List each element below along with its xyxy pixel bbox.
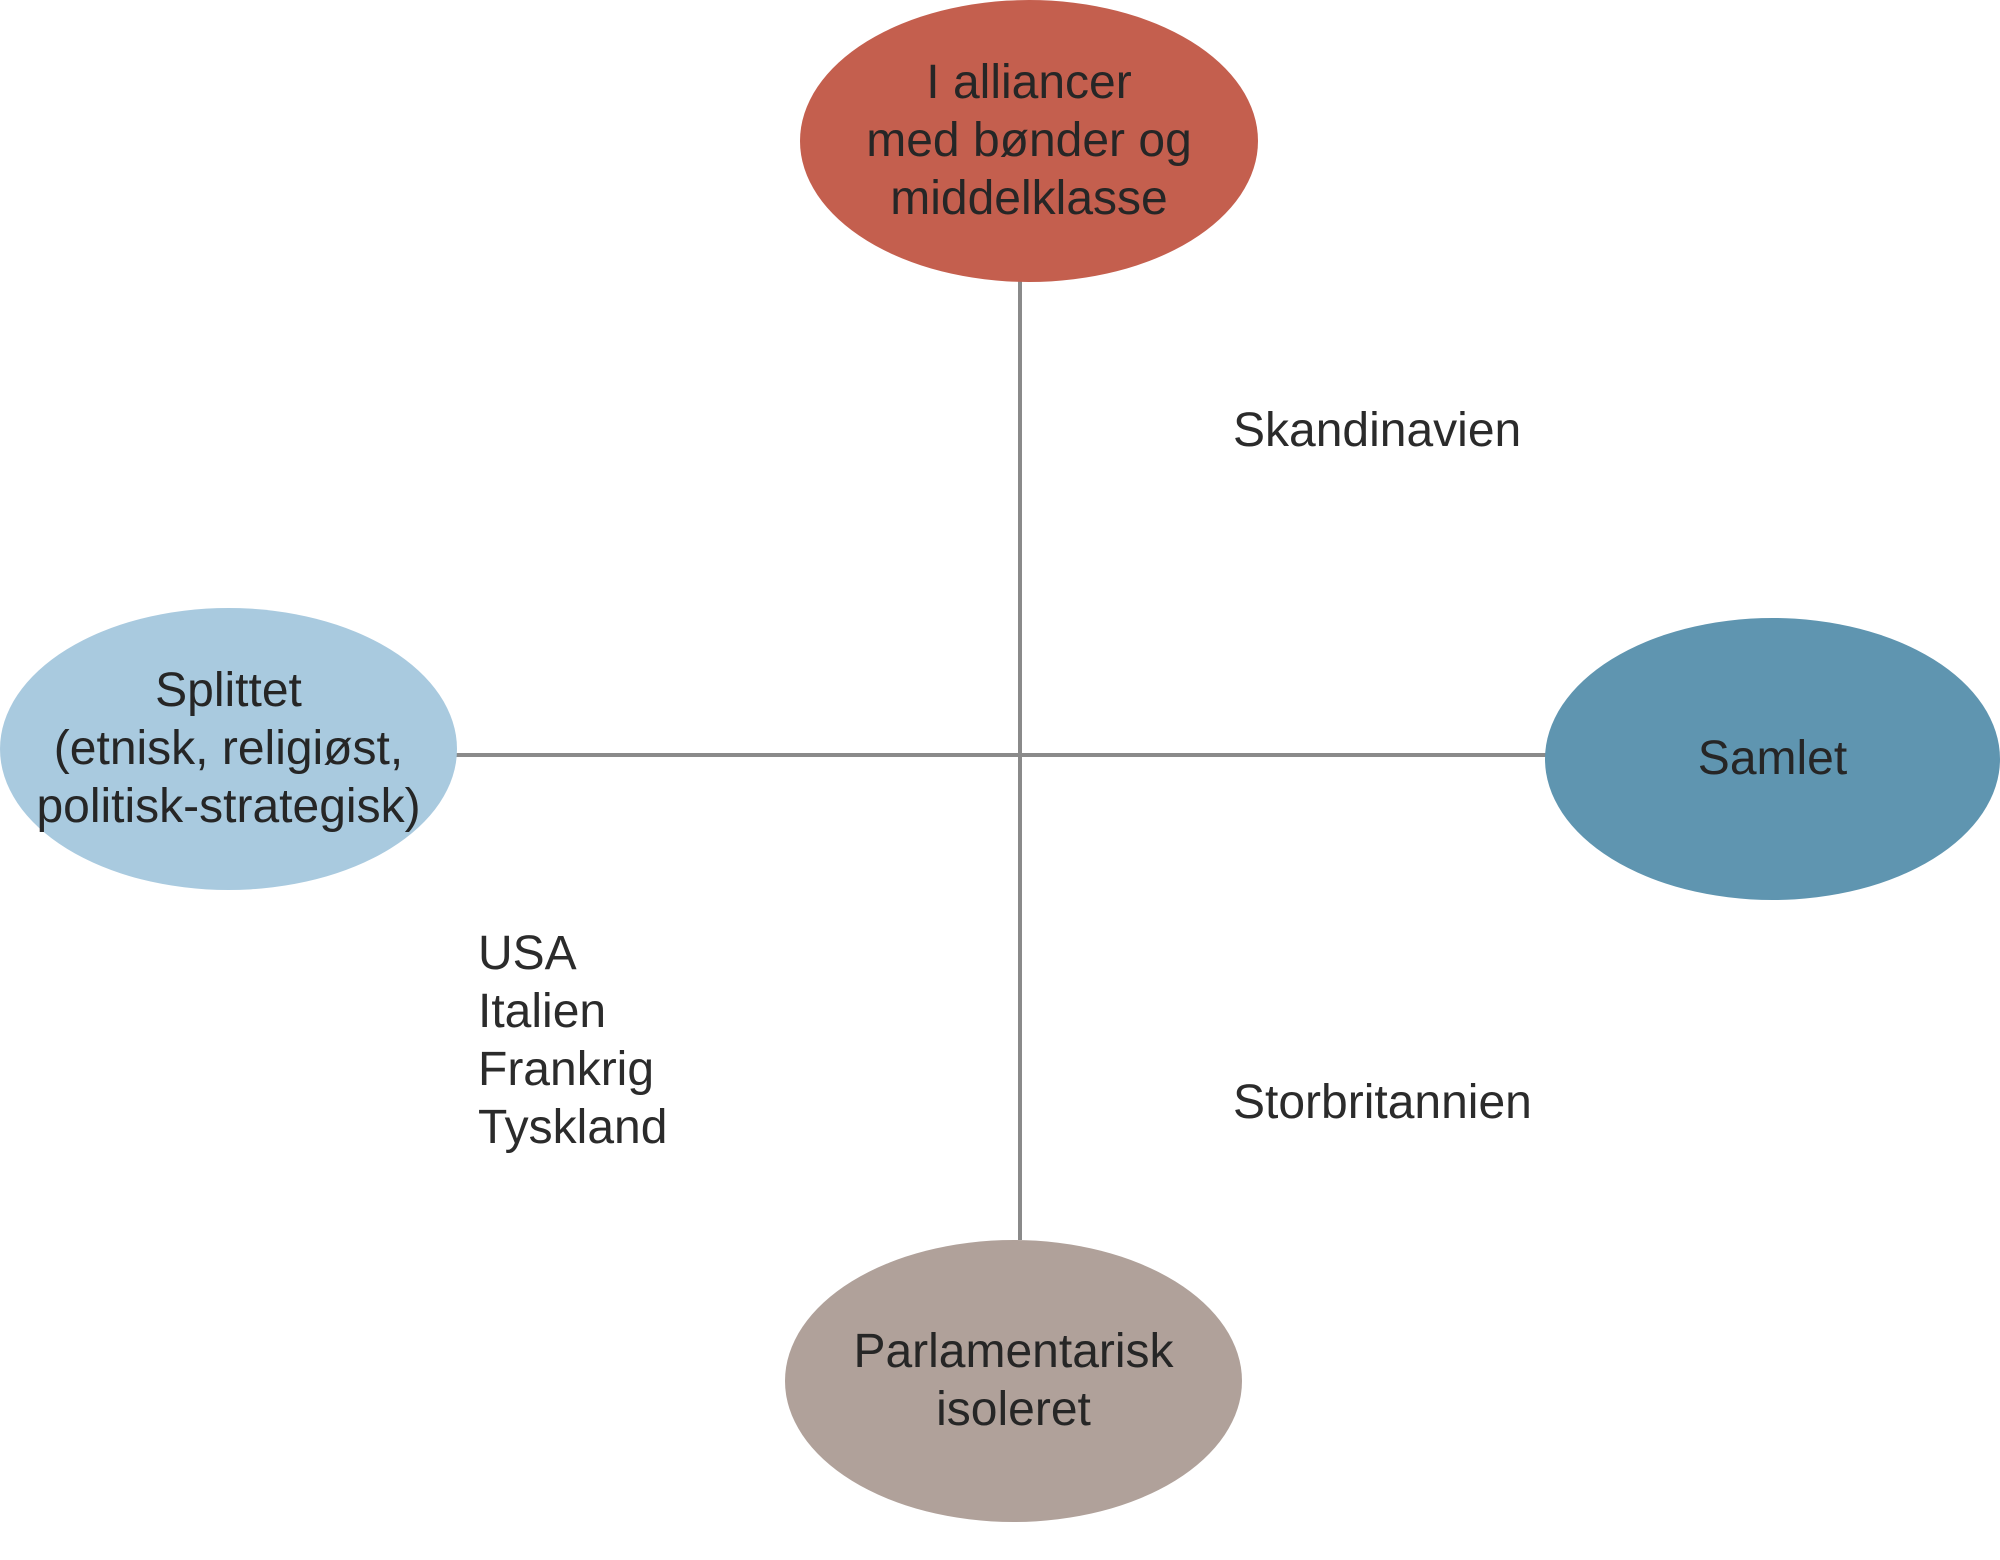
node-alliances-line-2: med bønder og [866, 114, 1192, 167]
node-alliances-line-3: middelklasse [890, 172, 1168, 225]
node-divided: Splittet (etnisk, religiøst, politisk-st… [0, 608, 457, 890]
node-alliances-line-1: I alliancer [926, 56, 1132, 109]
quadrant-label-lower-right: Storbritannien [1233, 1076, 1532, 1129]
horizontal-axis-line [450, 753, 1550, 757]
country-france: Frankrig [478, 1043, 655, 1096]
node-divided-line-3: politisk-strategisk) [36, 780, 421, 833]
node-alliances: I alliancer med bønder og middelklasse [800, 0, 1258, 282]
node-united-line-1: Samlet [1697, 732, 1848, 785]
country-germany: Tyskland [478, 1101, 668, 1154]
node-isolated-line-1: Parlamentarisk [853, 1325, 1174, 1378]
country-usa: USA [478, 927, 577, 980]
node-divided-line-1: Splittet [155, 664, 302, 717]
country-italy: Italien [478, 985, 607, 1038]
quadrant-list-lower-left: USA Italien Frankrig Tyskland [478, 925, 667, 1157]
node-united: Samlet [1545, 618, 2000, 900]
node-isolated-line-2: isoleret [936, 1383, 1091, 1436]
node-divided-line-2: (etnisk, religiøst, [53, 722, 404, 775]
node-isolated: Parlamentarisk isoleret [785, 1240, 1242, 1522]
quadrant-label-upper-right: Skandinavien [1233, 404, 1522, 457]
